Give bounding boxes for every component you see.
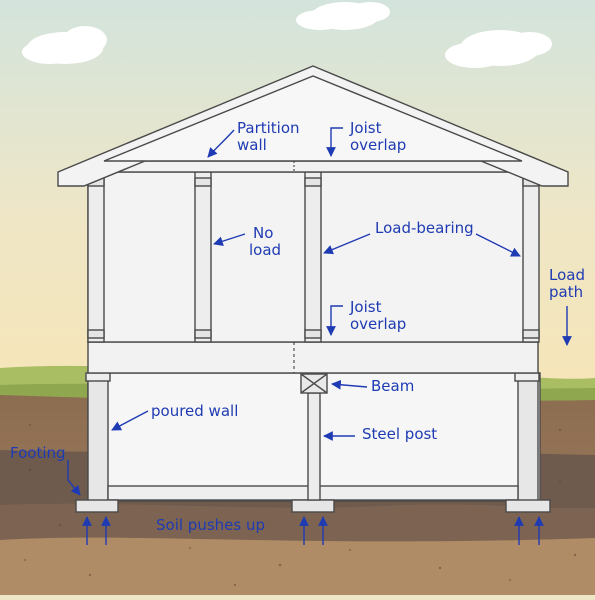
floor-system <box>87 341 539 374</box>
poured-wall-arrow <box>111 410 149 431</box>
no-load-label-line1: No <box>253 224 274 242</box>
load-bearing-wall <box>304 171 322 343</box>
partition-wall-arrow <box>207 129 235 158</box>
soil-pushes-up-label: Soil pushes up <box>156 516 265 534</box>
footing-right <box>505 499 551 513</box>
cloud <box>296 2 390 30</box>
footing-center <box>291 499 335 513</box>
beam-arrow <box>331 379 368 390</box>
joist-overlap-top-arrow <box>326 127 343 157</box>
load-bearing-arrow-right <box>475 233 521 257</box>
cloud <box>22 26 107 64</box>
exterior-wall-left <box>87 171 105 343</box>
annotation-arrows <box>67 127 572 545</box>
exterior-wall-right <box>522 171 540 343</box>
joist-overlap-mid-label-line2: overlap <box>350 315 407 333</box>
cloud <box>445 30 552 68</box>
soil-band <box>0 537 595 595</box>
load-path-label-line1: Load <box>549 266 585 284</box>
joist-overlap-mid-arrow <box>326 305 343 336</box>
footing-label: Footing <box>10 444 66 462</box>
partition-wall-label-line2: wall <box>237 136 267 154</box>
load-path-label-line2: path <box>549 283 584 301</box>
load-bearing-label: Load-bearing <box>375 219 474 237</box>
ceiling-joists <box>85 160 541 173</box>
no-load-arrow <box>213 233 246 246</box>
no-load-label-line2: load <box>249 241 282 259</box>
footing-left <box>75 499 119 513</box>
footing-arrow <box>67 460 81 496</box>
poured-wall-right <box>517 372 539 502</box>
steel-post <box>307 392 321 501</box>
joist-overlap-mid-label-line1: Joist <box>350 298 382 316</box>
beam-label: Beam <box>371 377 415 395</box>
load-bearing-arrow-left <box>323 233 371 255</box>
attic <box>103 75 523 162</box>
house <box>57 65 569 513</box>
partition-wall <box>194 171 212 343</box>
poured-wall-label: poured wall <box>151 402 239 420</box>
joist-overlap-top-label-line1: Joist <box>350 119 382 137</box>
steel-post-label: Steel post <box>362 425 438 443</box>
joist-overlap-top-label-line2: overlap <box>350 136 407 154</box>
poured-wall-left <box>87 372 109 502</box>
partition-wall-label-line1: Partition <box>237 119 300 137</box>
